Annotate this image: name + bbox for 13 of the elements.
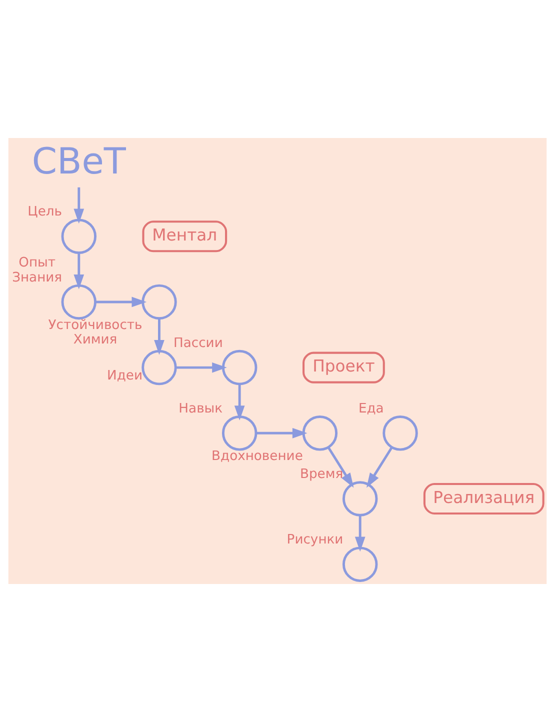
node-label: Еда — [358, 400, 384, 416]
node-label: Идеи — [107, 368, 143, 384]
node-label: Пассии — [174, 335, 223, 350]
node-label: Время — [300, 466, 344, 482]
node-label: Цель — [28, 204, 62, 220]
node-label: Устойчивость — [48, 317, 142, 332]
node-label: Вдохновение — [212, 448, 303, 464]
node-label: Опыт — [18, 255, 56, 270]
node-label: Знания — [12, 270, 62, 285]
node-label: Химия — [73, 332, 118, 348]
node-label: Рисунки — [286, 532, 344, 548]
node-text: СВеТ — [32, 140, 126, 182]
node-label: Навык — [178, 400, 223, 416]
